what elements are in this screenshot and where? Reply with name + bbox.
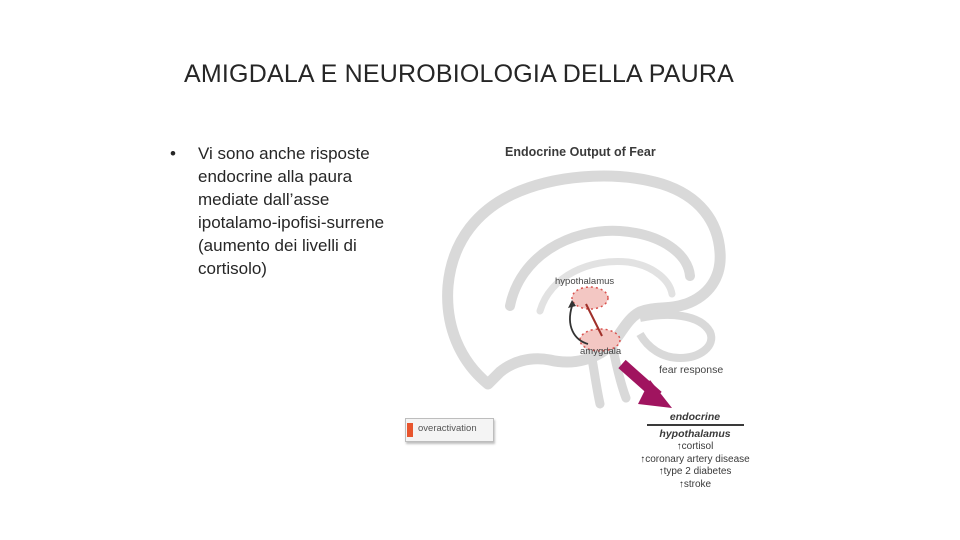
bullet-line: (aumento dei livelli di [198,236,357,255]
amygdala-hypothalamus-connection [585,303,603,337]
bullet-line: ipotalamo-ipofisi-surrene [198,213,385,232]
bullet-line: mediate dall’asse [198,190,330,209]
hypothalamus-label: hypothalamus [555,276,615,287]
outcome-label: stroke [683,478,712,490]
legend-label: overactivation [418,423,477,434]
endocrine-heading: endocrine [669,411,721,423]
outcome-item: ↑coronary artery disease [630,454,760,467]
bullet-list: • Vi sono anche risposte endocrine alla … [170,142,420,280]
legend-swatch [407,423,413,437]
endocrine-subheading: hypothalamus [659,428,731,440]
feedback-arrow [569,305,589,345]
bullet-marker: • [170,144,176,163]
bullet-line: endocrine alla paura [198,167,353,186]
slide-title: AMIGDALA E NEUROBIOLOGIA DELLA PAURA [184,60,734,88]
outcome-item: ↑stroke [630,479,760,492]
outcome-item: ↑cortisol [630,441,760,454]
brain-diagram [442,170,726,409]
outcome-label: type 2 diabetes [663,466,732,477]
corpus-callosum-shape [505,225,695,311]
cerebellum-shape [636,310,716,363]
fear-response-arrow [618,359,672,408]
amygdala-label: amygdala [580,346,622,357]
up-arrow-icon: ↑ [678,478,684,490]
brain-figure: Endocrine Output of Fear hypothalamus am… [400,136,780,506]
up-arrow-icon: ↑ [658,466,664,477]
feedback-arrowhead [568,300,576,308]
endocrine-outcomes: endocrine hypothalamus ↑cortisol ↑corona… [630,411,760,491]
amygdala-highlight [579,328,621,352]
bullet-item: • Vi sono anche risposte endocrine alla … [170,142,420,280]
outcome-item: ↑type 2 diabetes [630,466,760,479]
bullet-line: Vi sono anche risposte [198,144,370,163]
up-arrow-icon: ↑ [640,453,646,465]
inner-fold-shape [536,257,676,315]
hypothalamus-highlight [571,286,609,310]
figure-title: Endocrine Output of Fear [505,145,656,159]
outcome-label: coronary artery disease [645,453,750,465]
overactivation-legend: overactivation [405,418,494,442]
endocrine-divider [646,424,744,426]
bullet-line: cortisolo) [198,259,267,278]
fear-response-label: fear response [659,364,724,376]
up-arrow-icon: ↑ [676,441,682,452]
bullet-text: Vi sono anche risposte endocrine alla pa… [198,142,384,280]
outcome-label: cortisol [681,441,714,452]
